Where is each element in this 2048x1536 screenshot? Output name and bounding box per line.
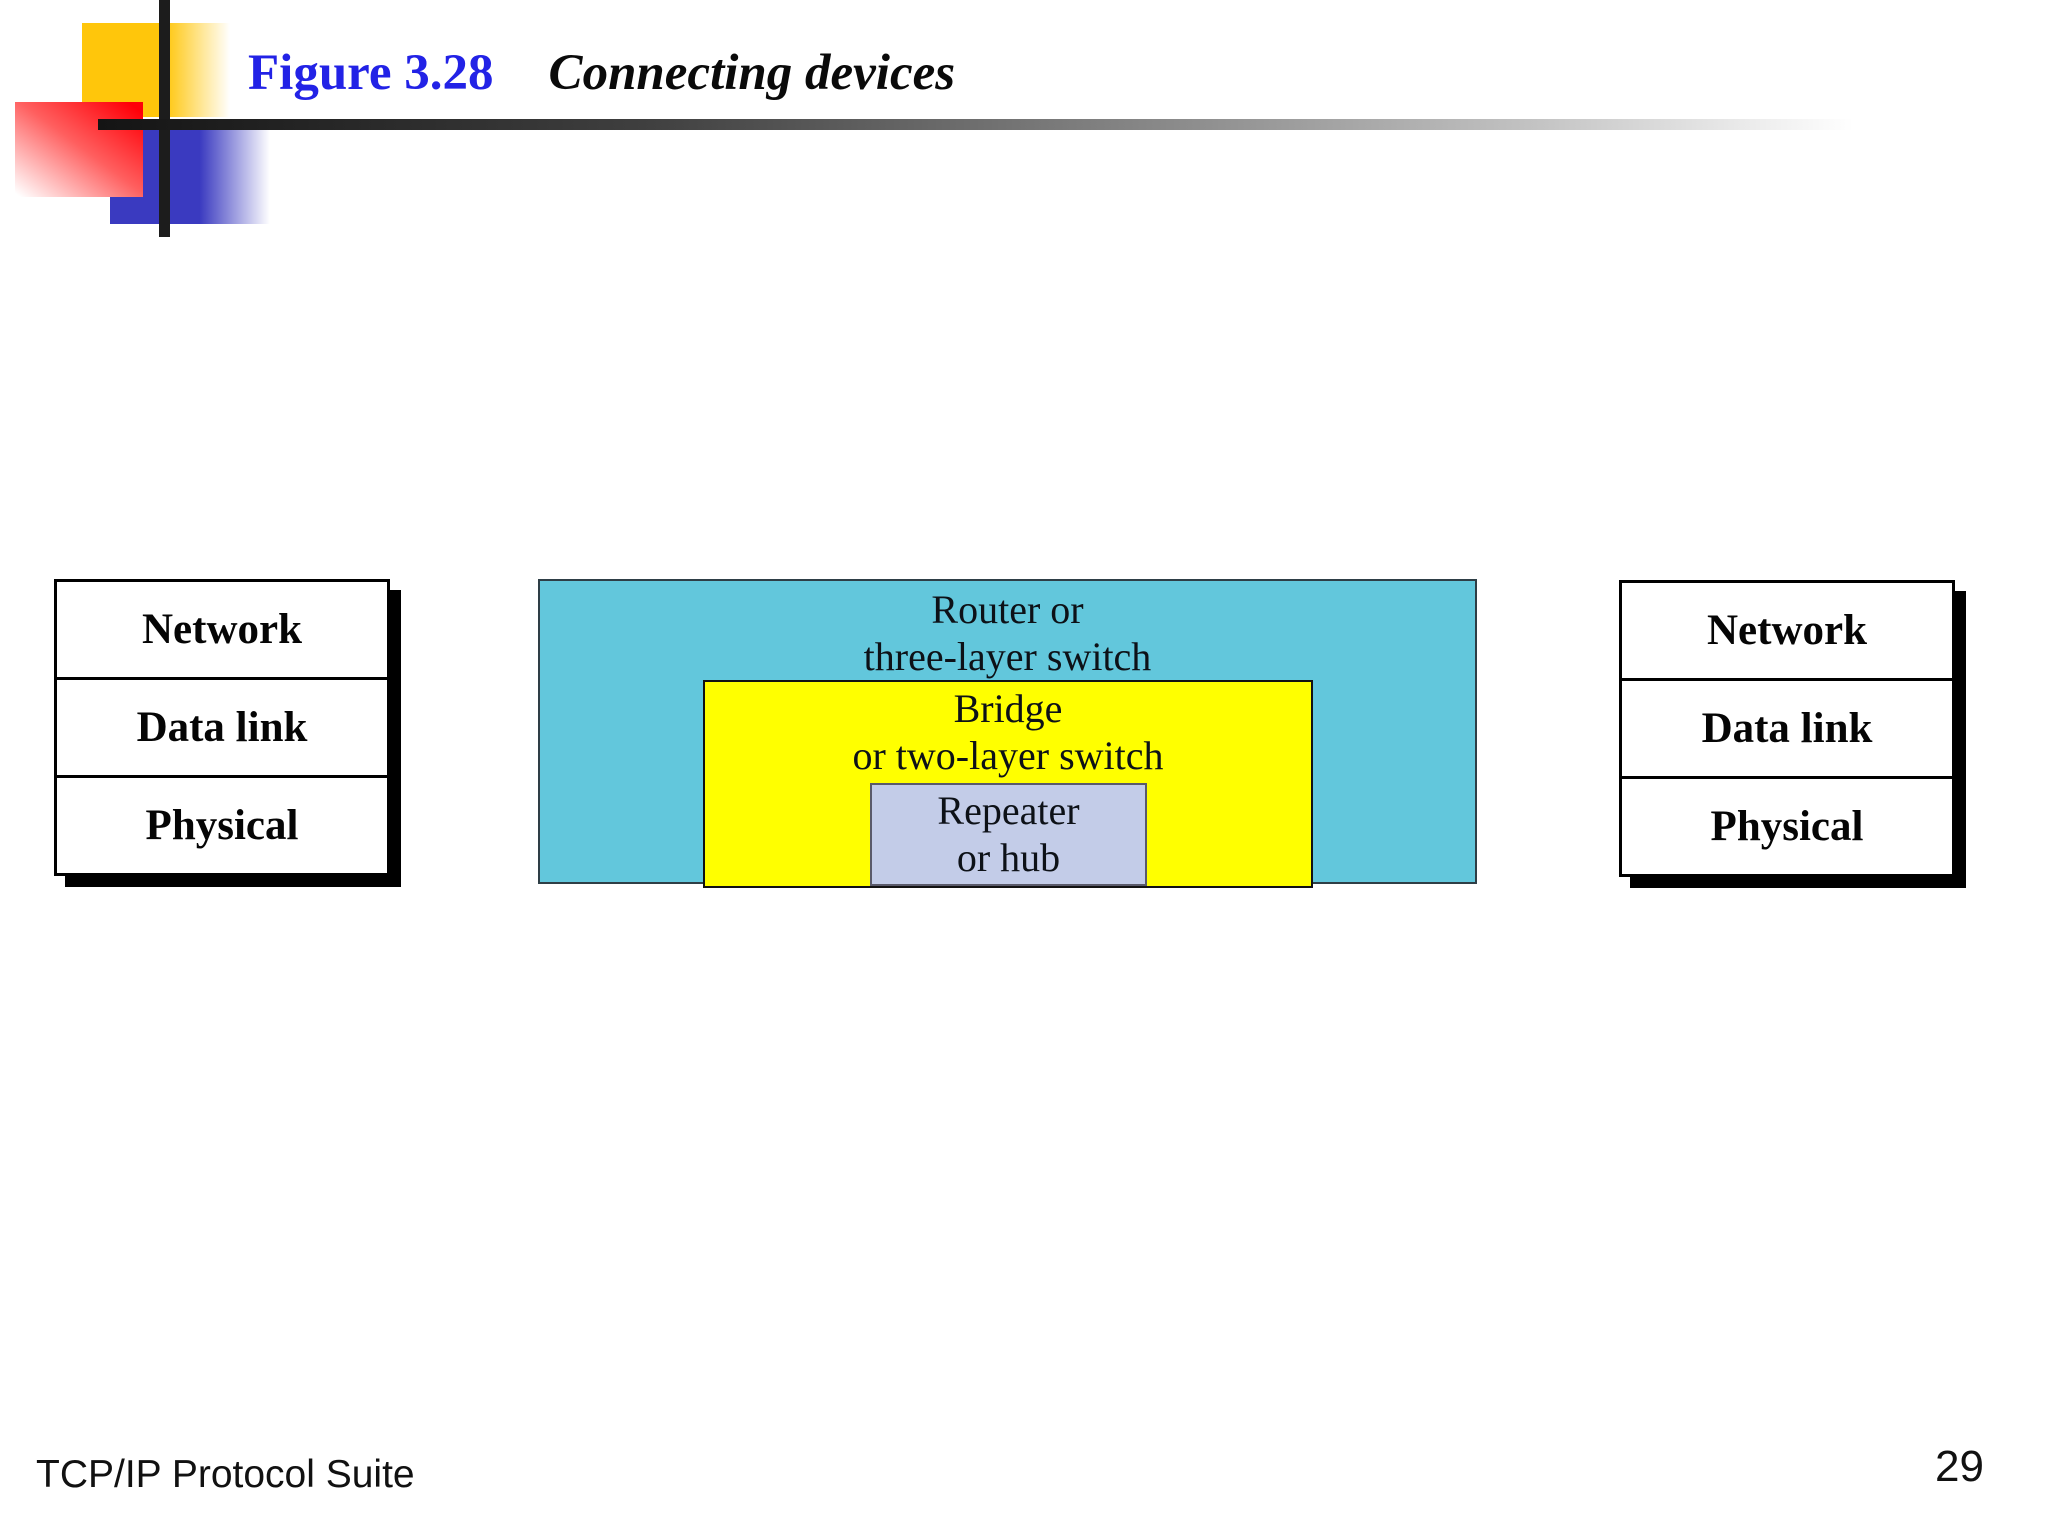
router-label-line2: three-layer switch [863, 634, 1152, 679]
slide-title: Figure 3.28 Connecting devices [248, 44, 955, 102]
router-box-label: Router or three-layer switch [540, 581, 1475, 680]
router-label-line1: Router or [931, 587, 1084, 632]
left-layer-data-link: Data link [57, 680, 387, 778]
repeater-label-line2: or hub [956, 835, 1061, 880]
right-layer-network: Network [1622, 583, 1952, 681]
left-protocol-stack: Network Data link Physical [54, 579, 390, 876]
bridge-label-line2: or two-layer switch [852, 733, 1164, 778]
repeater-box: Repeater or hub [870, 783, 1147, 886]
repeater-label-line1: Repeater [937, 788, 1080, 833]
right-layer-physical: Physical [1710, 803, 1864, 850]
footer-course-title: TCP/IP Protocol Suite [36, 1453, 415, 1496]
bridge-box-label: Bridge or two-layer switch [705, 682, 1311, 779]
figure-title: Connecting devices [548, 45, 956, 101]
gold-square-decoration [82, 23, 230, 117]
red-square-decoration [15, 102, 143, 197]
vertical-rule [159, 0, 170, 237]
right-protocol-stack: Network Data link Physical [1619, 580, 1955, 877]
right-layer-data-link: Data link [1622, 681, 1952, 779]
left-layer-physical: Physical [145, 802, 299, 849]
figure-label: Figure 3.28 [248, 45, 494, 101]
horizontal-rule [98, 119, 2048, 130]
repeater-box-label: Repeater or hub [872, 785, 1145, 881]
bridge-label-line1: Bridge [953, 686, 1063, 731]
left-layer-network: Network [57, 582, 387, 680]
page-number: 29 [1935, 1442, 1984, 1491]
